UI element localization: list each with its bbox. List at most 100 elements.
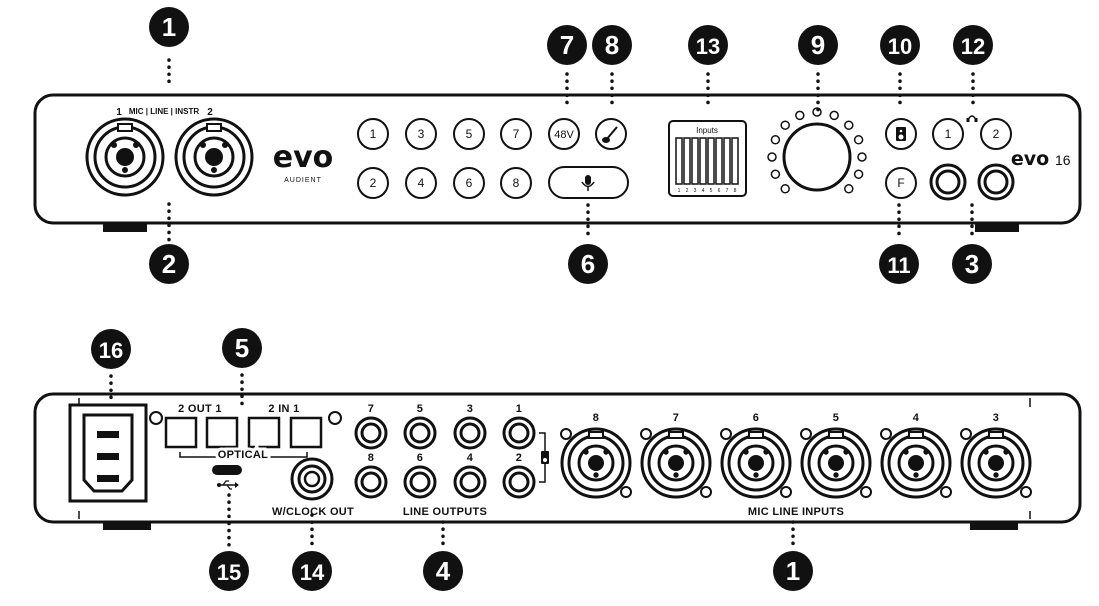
rear-mic-line-input-3[interactable] — [960, 427, 1032, 499]
rear-input-number: 7 — [673, 412, 679, 424]
svg-text:1: 1 — [162, 12, 176, 42]
mic-button[interactable] — [548, 166, 629, 199]
wordclock-out-bnc[interactable] — [290, 457, 334, 501]
line-outputs-label: LINE OUTPUTS — [403, 506, 487, 518]
front-combo-input-2[interactable] — [174, 117, 254, 197]
svg-text:1: 1 — [945, 127, 952, 141]
svg-text:6: 6 — [718, 188, 721, 194]
svg-text:16: 16 — [99, 338, 123, 363]
svg-text:7: 7 — [368, 403, 374, 415]
mic-icon — [581, 175, 595, 191]
svg-text:12: 12 — [961, 34, 985, 59]
channel-button-7[interactable]: 7 — [500, 118, 532, 150]
callout-10: 10 — [880, 25, 920, 65]
channel-button-8[interactable]: 8 — [500, 167, 532, 199]
channel-button-1[interactable]: 1 — [357, 118, 389, 150]
callout-13: 13 — [688, 25, 728, 65]
svg-text:1: 1 — [786, 556, 800, 586]
svg-text:1: 1 — [516, 403, 522, 415]
callout-15: 15 — [209, 551, 249, 591]
main-volume-knob[interactable] — [782, 122, 852, 192]
input-meter-display: Inputs 1 2 3 4 5 6 7 8 — [668, 120, 747, 197]
usb-icon — [217, 480, 239, 490]
headphone-jack-1[interactable] — [929, 163, 967, 201]
rear-mic-line-input-7[interactable] — [640, 427, 712, 499]
line-output-3[interactable] — [453, 416, 487, 450]
headphone-jack-2[interactable] — [977, 163, 1015, 201]
front-combo-input-1[interactable] — [85, 117, 165, 197]
line-output-7[interactable] — [354, 416, 388, 450]
channel-button-4[interactable]: 4 — [405, 167, 437, 199]
headphone-1-button[interactable]: 1 — [932, 118, 964, 150]
svg-text:8: 8 — [368, 452, 374, 464]
line-output-5[interactable] — [403, 416, 437, 450]
front-foot-left — [103, 221, 147, 232]
instrument-button[interactable] — [595, 118, 627, 150]
model-logo: evo — [1011, 148, 1049, 170]
callout-9: 9 — [798, 25, 838, 65]
line-output-6[interactable] — [403, 465, 437, 499]
rear-mic-line-input-5[interactable] — [800, 427, 872, 499]
svg-text:3: 3 — [467, 403, 473, 415]
svg-text:3: 3 — [965, 249, 979, 279]
svg-text:2: 2 — [370, 176, 377, 190]
front-input-1-number: 1 — [116, 107, 122, 118]
optical-in-1[interactable] — [289, 416, 323, 449]
callout-5: 5 — [222, 328, 262, 368]
channel-button-5[interactable]: 5 — [453, 118, 485, 150]
knob-led — [780, 184, 790, 194]
optical-out-1[interactable] — [205, 416, 239, 449]
callouts: 1 2 7 8 13 9 10 12 6 11 3 16 5 15 14 4 1 — [91, 7, 993, 591]
optical-in-2[interactable] — [247, 416, 281, 449]
rear-mic-line-input-4[interactable] — [880, 427, 952, 499]
svg-text:1: 1 — [370, 127, 377, 141]
knob-led-ring — [767, 107, 867, 194]
rear-input-number: 5 — [833, 412, 839, 424]
optical-in-label: 2 IN 1 — [268, 403, 299, 415]
phantom-48v-button[interactable]: 48V — [548, 118, 580, 150]
knob-led — [770, 169, 781, 179]
line-output-2[interactable] — [502, 465, 536, 499]
svg-text:4: 4 — [467, 452, 474, 464]
svg-text:6: 6 — [581, 249, 595, 279]
callout-4: 4 — [423, 551, 463, 591]
svg-text:15: 15 — [217, 560, 241, 585]
line-output-4[interactable] — [453, 465, 487, 499]
svg-text:8: 8 — [734, 188, 737, 194]
speaker-button[interactable] — [885, 118, 917, 150]
callout-1-top: 1 — [149, 7, 189, 47]
f-button[interactable]: F — [885, 167, 917, 199]
callout-2: 2 — [149, 244, 189, 284]
knob-led — [767, 152, 777, 162]
rear-mic-line-input-6[interactable] — [720, 427, 792, 499]
line-output-1[interactable] — [502, 416, 536, 450]
svg-text:8: 8 — [605, 30, 619, 60]
optical-out-2[interactable] — [164, 416, 198, 449]
headphone-2-button[interactable]: 2 — [980, 118, 1012, 150]
rear-input-number: 6 — [753, 412, 759, 424]
line-output-8[interactable] — [354, 465, 388, 499]
svg-text:4: 4 — [702, 188, 705, 194]
svg-text:2: 2 — [162, 249, 176, 279]
svg-text:10: 10 — [888, 34, 912, 59]
optical-out-label: 2 OUT 1 — [178, 403, 222, 415]
rear-mic-line-input-8[interactable] — [560, 427, 632, 499]
speaker-icon — [541, 451, 549, 464]
channel-button-3[interactable]: 3 — [405, 118, 437, 150]
callout-14: 14 — [292, 551, 332, 591]
channel-button-6[interactable]: 6 — [453, 167, 485, 199]
usb-c-port[interactable] — [212, 465, 242, 475]
svg-text:48V: 48V — [554, 129, 574, 141]
svg-text:4: 4 — [436, 556, 451, 586]
svg-text:5: 5 — [710, 188, 713, 194]
svg-text:7: 7 — [513, 127, 520, 141]
svg-text:9: 9 — [811, 30, 825, 60]
callout-12: 12 — [953, 25, 993, 65]
brand-logo: evo — [273, 140, 334, 175]
power-inlet[interactable] — [68, 403, 148, 503]
channel-button-2[interactable]: 2 — [357, 167, 389, 199]
speaker-icon — [896, 127, 906, 141]
svg-text:7: 7 — [560, 30, 574, 60]
